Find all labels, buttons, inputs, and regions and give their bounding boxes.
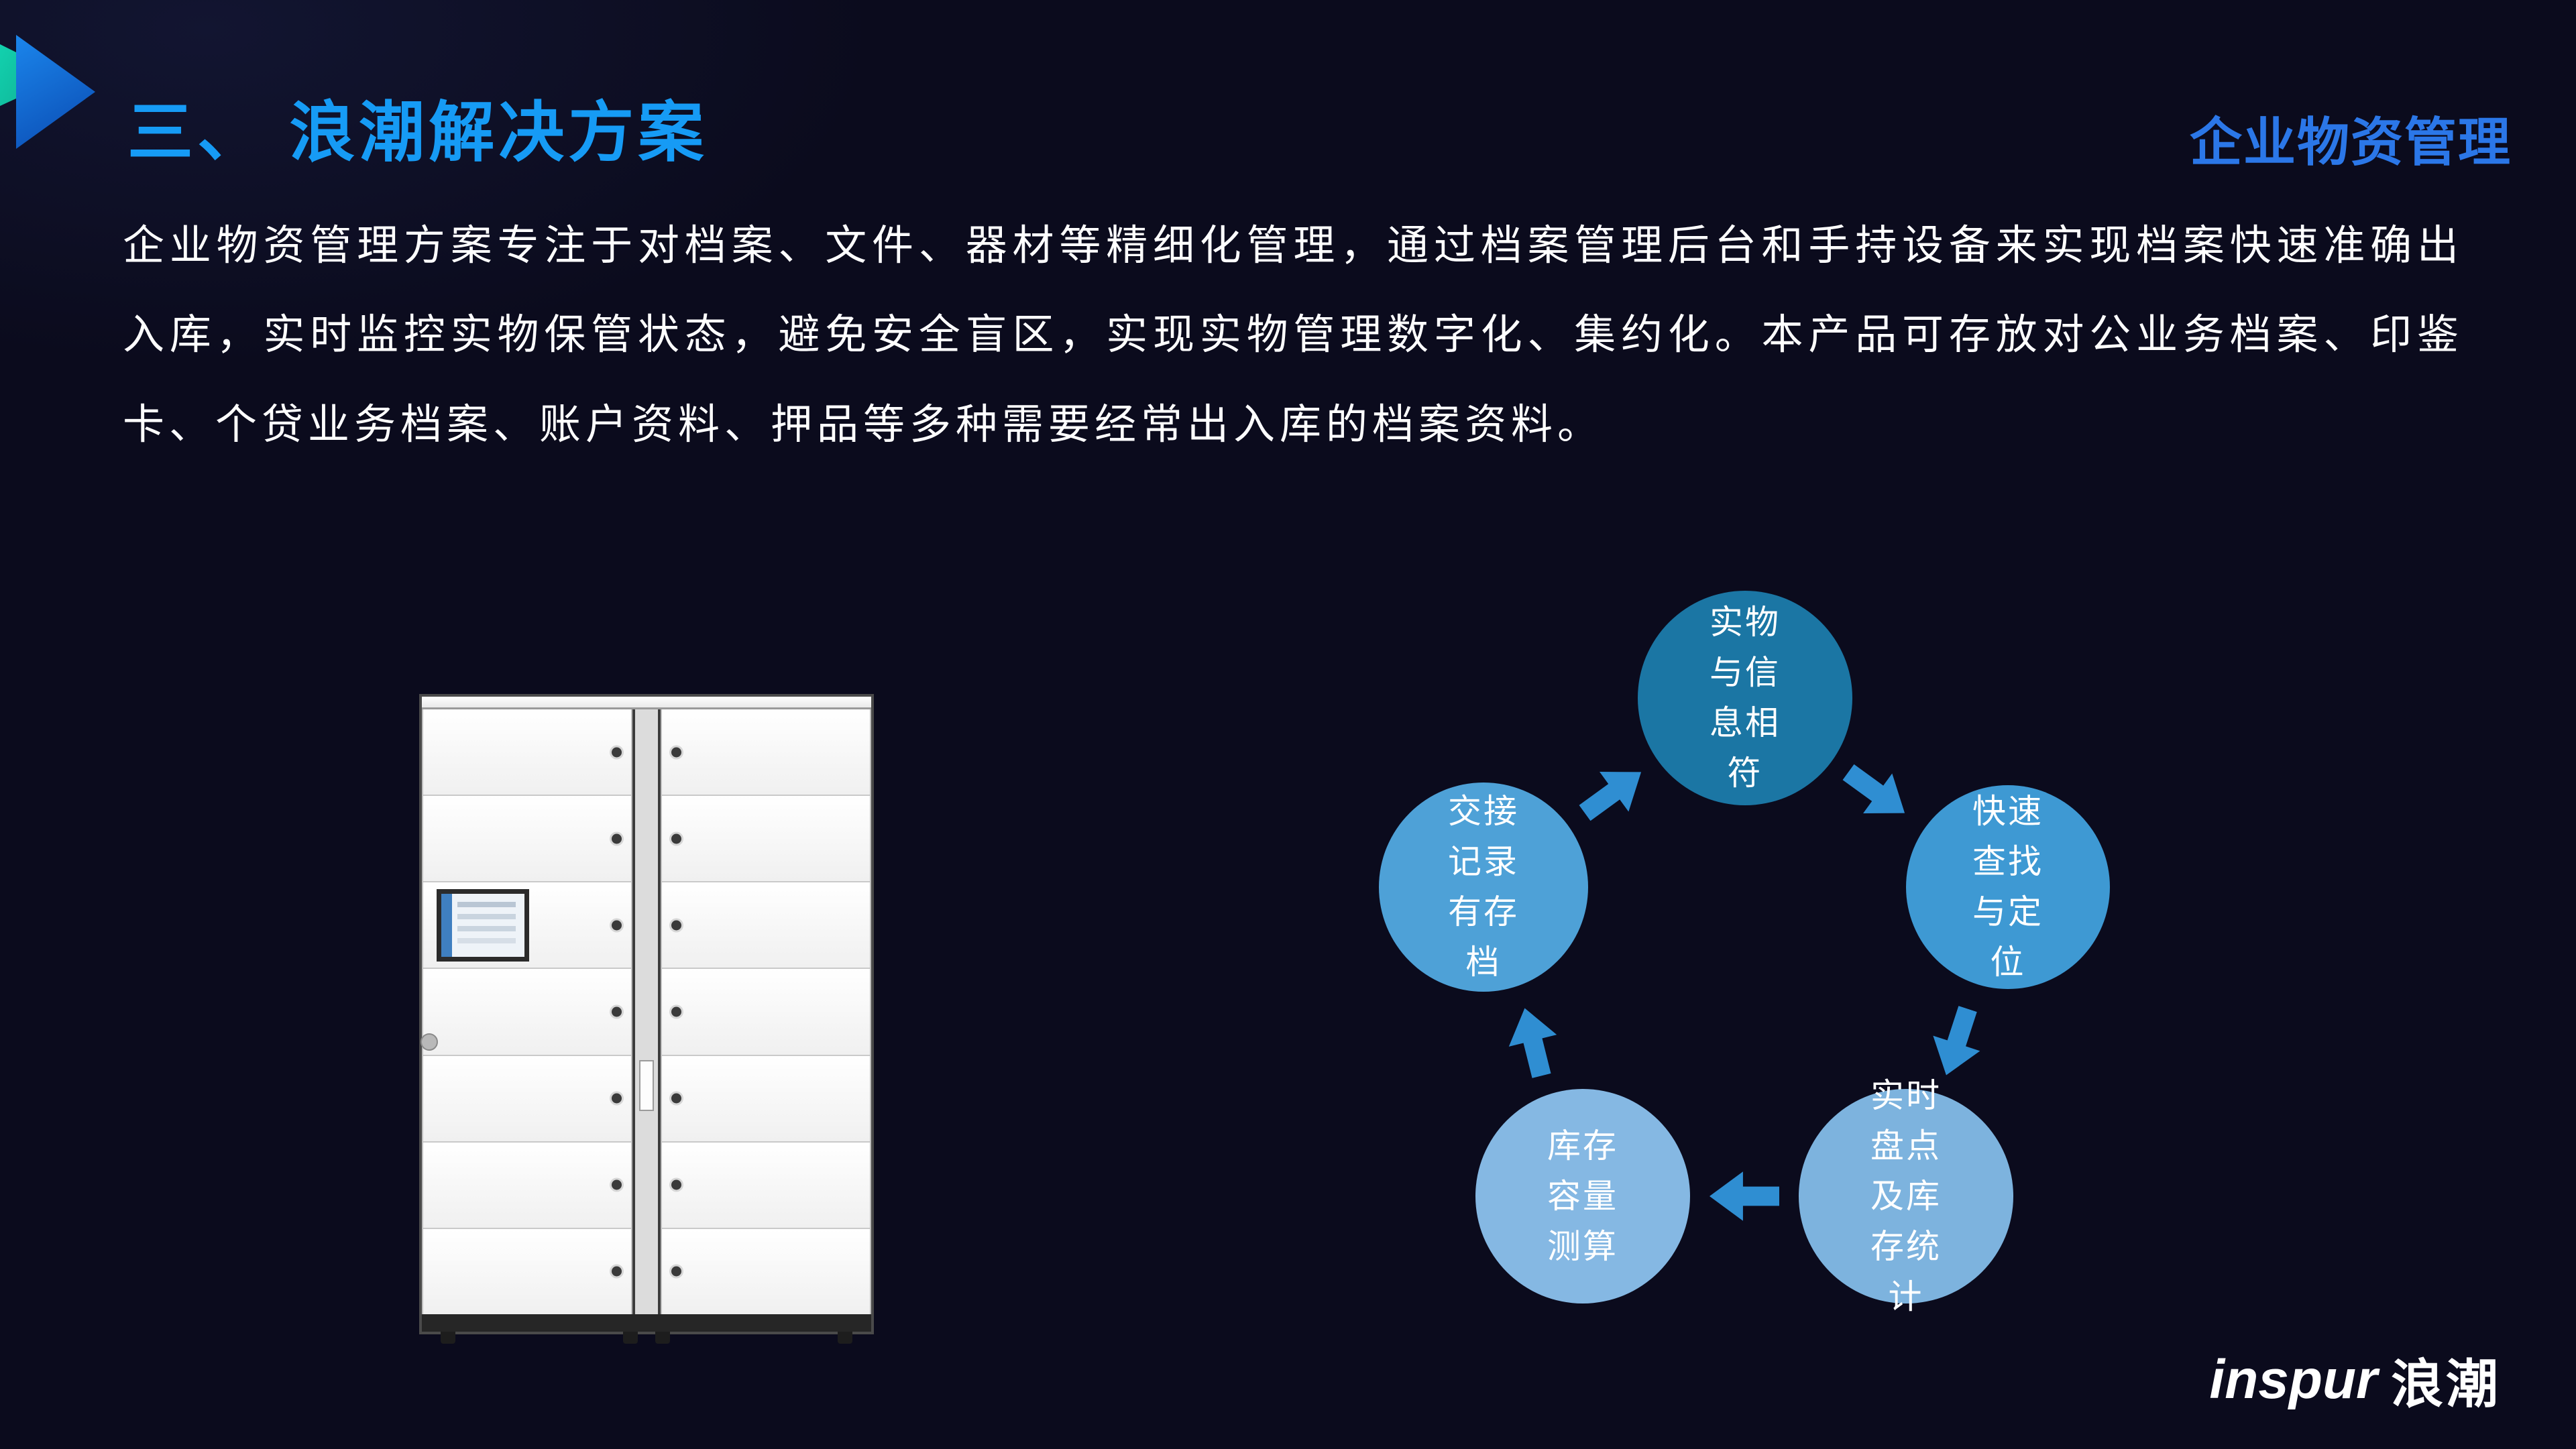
cabinet-speaker-icon <box>421 1033 438 1051</box>
cycle-node-label: 实物与信息相符 <box>1710 603 1781 792</box>
inspur-logo: inspur 浪潮 <box>2209 1342 2501 1417</box>
benefit-cycle-diagram: 实物与信息相符 快速查找与定位 实时盘点及库存统计 库存容量测算 交接记录有存档 <box>1375 590 2153 1334</box>
cycle-node-capacity-calc: 库存容量测算 <box>1475 1089 1690 1303</box>
locker-lock-icon <box>671 747 681 758</box>
cabinet-base <box>422 1314 871 1332</box>
page-title: 三、 浪潮解决方案 <box>127 95 708 169</box>
locker-lock-icon <box>671 833 681 844</box>
cycle-node-physical-info-match: 实物与信息相符 <box>1638 591 1852 805</box>
locker-door <box>423 969 631 1056</box>
locker-door <box>423 1055 631 1143</box>
locker-lock-icon <box>671 1266 681 1277</box>
locker-lock-icon <box>612 1006 622 1017</box>
cycle-node-quick-locate: 快速查找与定位 <box>1906 785 2110 989</box>
cabinet-touchscreen <box>437 889 529 962</box>
locker-door <box>423 709 631 797</box>
cabinet-top-panel <box>422 697 871 709</box>
cabinet-feet <box>422 1332 871 1344</box>
cycle-node-realtime-inventory: 实时盘点及库存统计 <box>1799 1077 2013 1316</box>
inspur-logo-cjk: 浪潮 <box>2390 1354 2501 1413</box>
locker-lock-icon <box>612 1266 622 1277</box>
locker-door <box>662 882 870 970</box>
locker-door <box>662 1055 870 1143</box>
cycle-node-label: 库存容量测算 <box>1547 1126 1618 1265</box>
cycle-arrow-bottomright-to-bottomleft-icon <box>1710 1169 1779 1223</box>
locker-lock-icon <box>612 1093 622 1104</box>
locker-door <box>662 709 870 797</box>
locker-door <box>423 796 631 883</box>
section-tag: 企业物资管理 <box>2189 113 2512 172</box>
locker-lock-icon <box>612 747 622 758</box>
body-paragraph: 企业物资管理方案专注于对档案、文件、器材等精细化管理，通过档案管理后台和手持设备… <box>123 223 2463 448</box>
cycle-arrow-left-to-top-icon <box>1569 750 1657 835</box>
locker-lock-icon <box>671 1179 681 1190</box>
locker-lock-icon <box>612 1179 622 1190</box>
locker-door <box>662 1228 870 1314</box>
corner-chevron-blue-icon <box>16 35 95 149</box>
locker-lock-icon <box>612 833 622 844</box>
inspur-logo-latin: inspur <box>2209 1349 2377 1410</box>
locker-lock-icon <box>671 1006 681 1017</box>
locker-door <box>662 796 870 883</box>
smart-locker-cabinet-image <box>419 694 874 1344</box>
cabinet-right-column <box>661 709 871 1314</box>
cycle-node-label: 快速查找与定位 <box>1972 793 2043 981</box>
locker-door <box>662 969 870 1056</box>
locker-door <box>423 1228 631 1314</box>
cabinet-left-column <box>422 709 632 1314</box>
cabinet-handle <box>639 1060 654 1112</box>
cycle-node-handover-records: 交接记录有存档 <box>1379 783 1588 992</box>
locker-lock-icon <box>671 920 681 931</box>
locker-door <box>662 1142 870 1229</box>
cycle-arrow-top-to-right-icon <box>1832 750 1920 835</box>
cycle-arrow-bottomleft-to-left-icon <box>1499 1002 1568 1082</box>
cabinet-body <box>422 709 871 1314</box>
locker-lock-icon <box>671 1093 681 1104</box>
cabinet-center-divider <box>632 709 661 1314</box>
locker-door <box>423 1142 631 1229</box>
locker-lock-icon <box>612 920 622 931</box>
locker-door <box>423 882 631 970</box>
cycle-node-label: 实时盘点及库存统计 <box>1870 1076 1942 1316</box>
cycle-node-label: 交接记录有存档 <box>1448 793 1519 981</box>
